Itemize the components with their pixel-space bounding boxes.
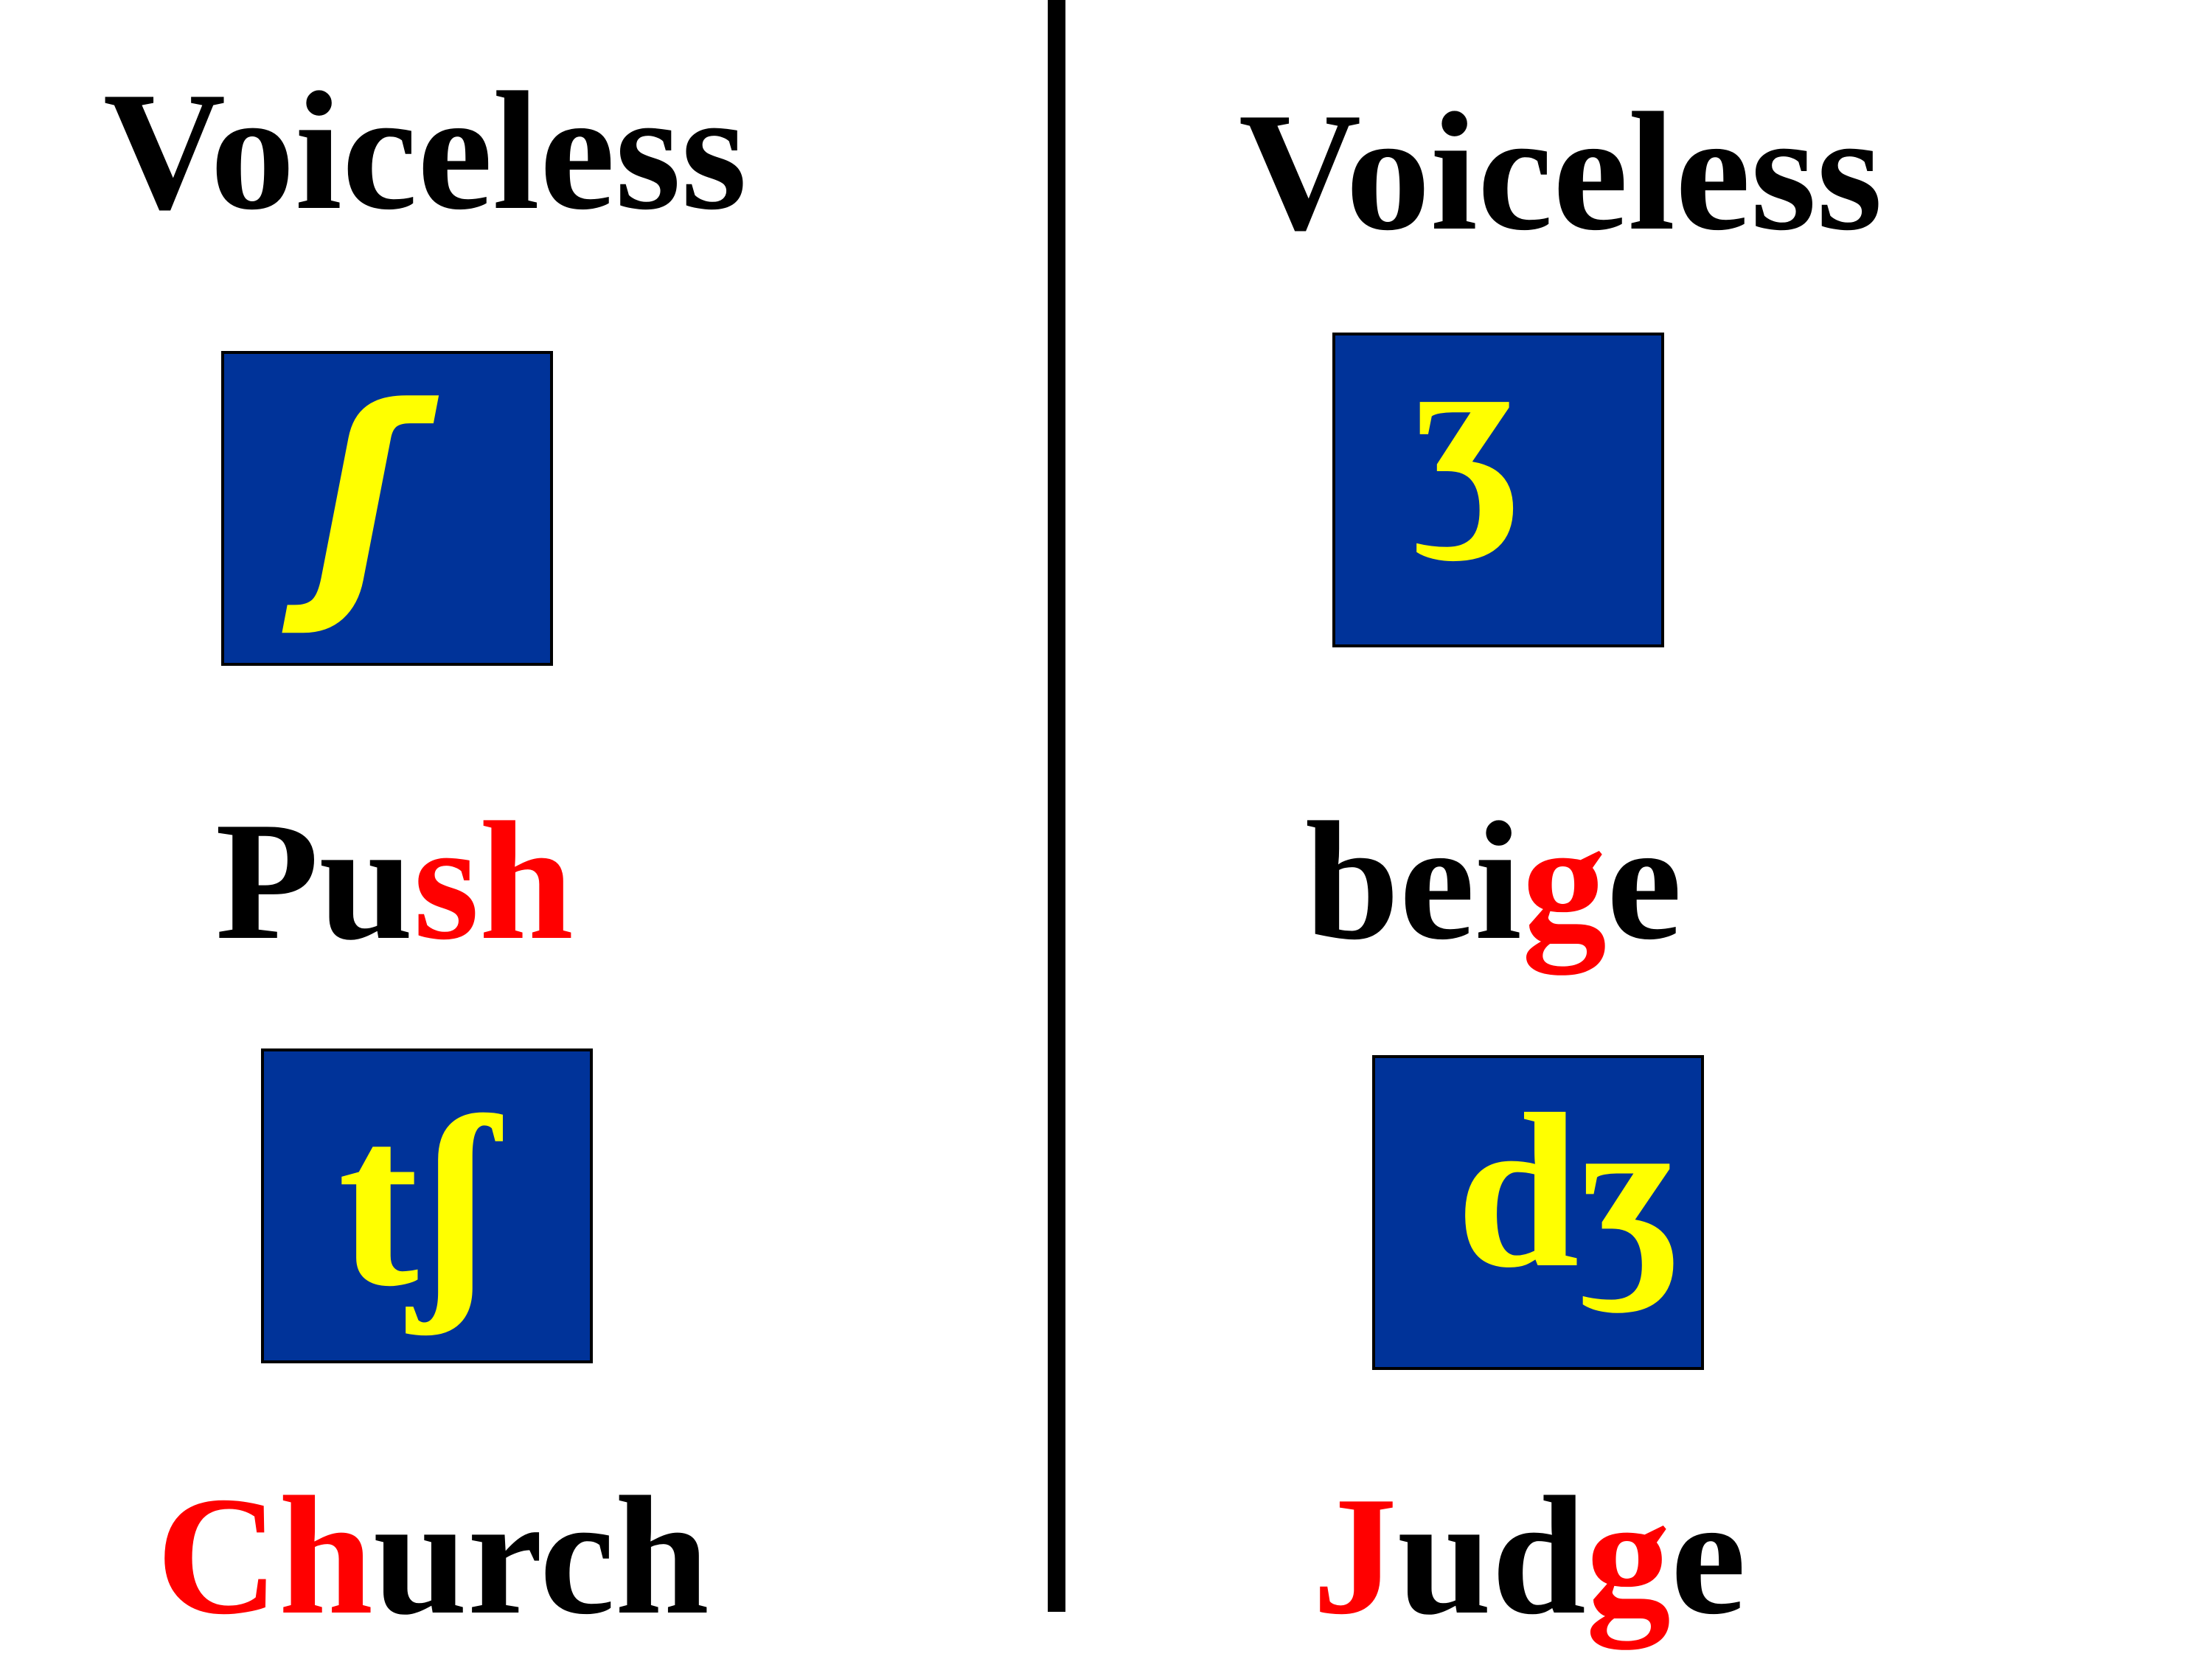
- ipa-symbol-zh: ʒ: [1413, 301, 1521, 562]
- right-heading: Voiceless: [1239, 77, 1883, 265]
- word-part: e: [1670, 1461, 1746, 1649]
- ipa-symbol-sh: ʃ: [313, 355, 414, 638]
- word-part-highlight: J: [1312, 1461, 1397, 1649]
- word-part-highlight: Ch: [156, 1461, 374, 1649]
- right-word-judge: Judge: [1312, 1471, 1746, 1641]
- left-word-church: Church: [156, 1471, 709, 1641]
- ipa-symbol-ch: tʃ: [338, 1068, 493, 1337]
- word-part: e: [1606, 787, 1682, 975]
- left-heading: Voiceless: [103, 57, 748, 245]
- word-part: bei: [1305, 787, 1522, 975]
- left-symbol-box-1: ʃ: [221, 351, 553, 666]
- right-word-beige: beige: [1305, 796, 1682, 966]
- word-part-highlight: sh: [413, 787, 574, 975]
- word-part-highlight: g: [1585, 1461, 1671, 1649]
- right-symbol-box-2: dʒ: [1372, 1055, 1704, 1370]
- word-part: ud: [1397, 1461, 1586, 1649]
- word-part: urch: [373, 1461, 709, 1649]
- column-divider: [1048, 0, 1065, 1612]
- word-part: Pu: [215, 787, 414, 975]
- left-symbol-box-2: tʃ: [261, 1048, 593, 1363]
- word-part-highlight: g: [1521, 787, 1607, 975]
- left-word-push: Push: [215, 796, 574, 966]
- ipa-symbol-dzh: dʒ: [1456, 1068, 1681, 1313]
- right-symbol-box-1: ʒ: [1332, 313, 1664, 647]
